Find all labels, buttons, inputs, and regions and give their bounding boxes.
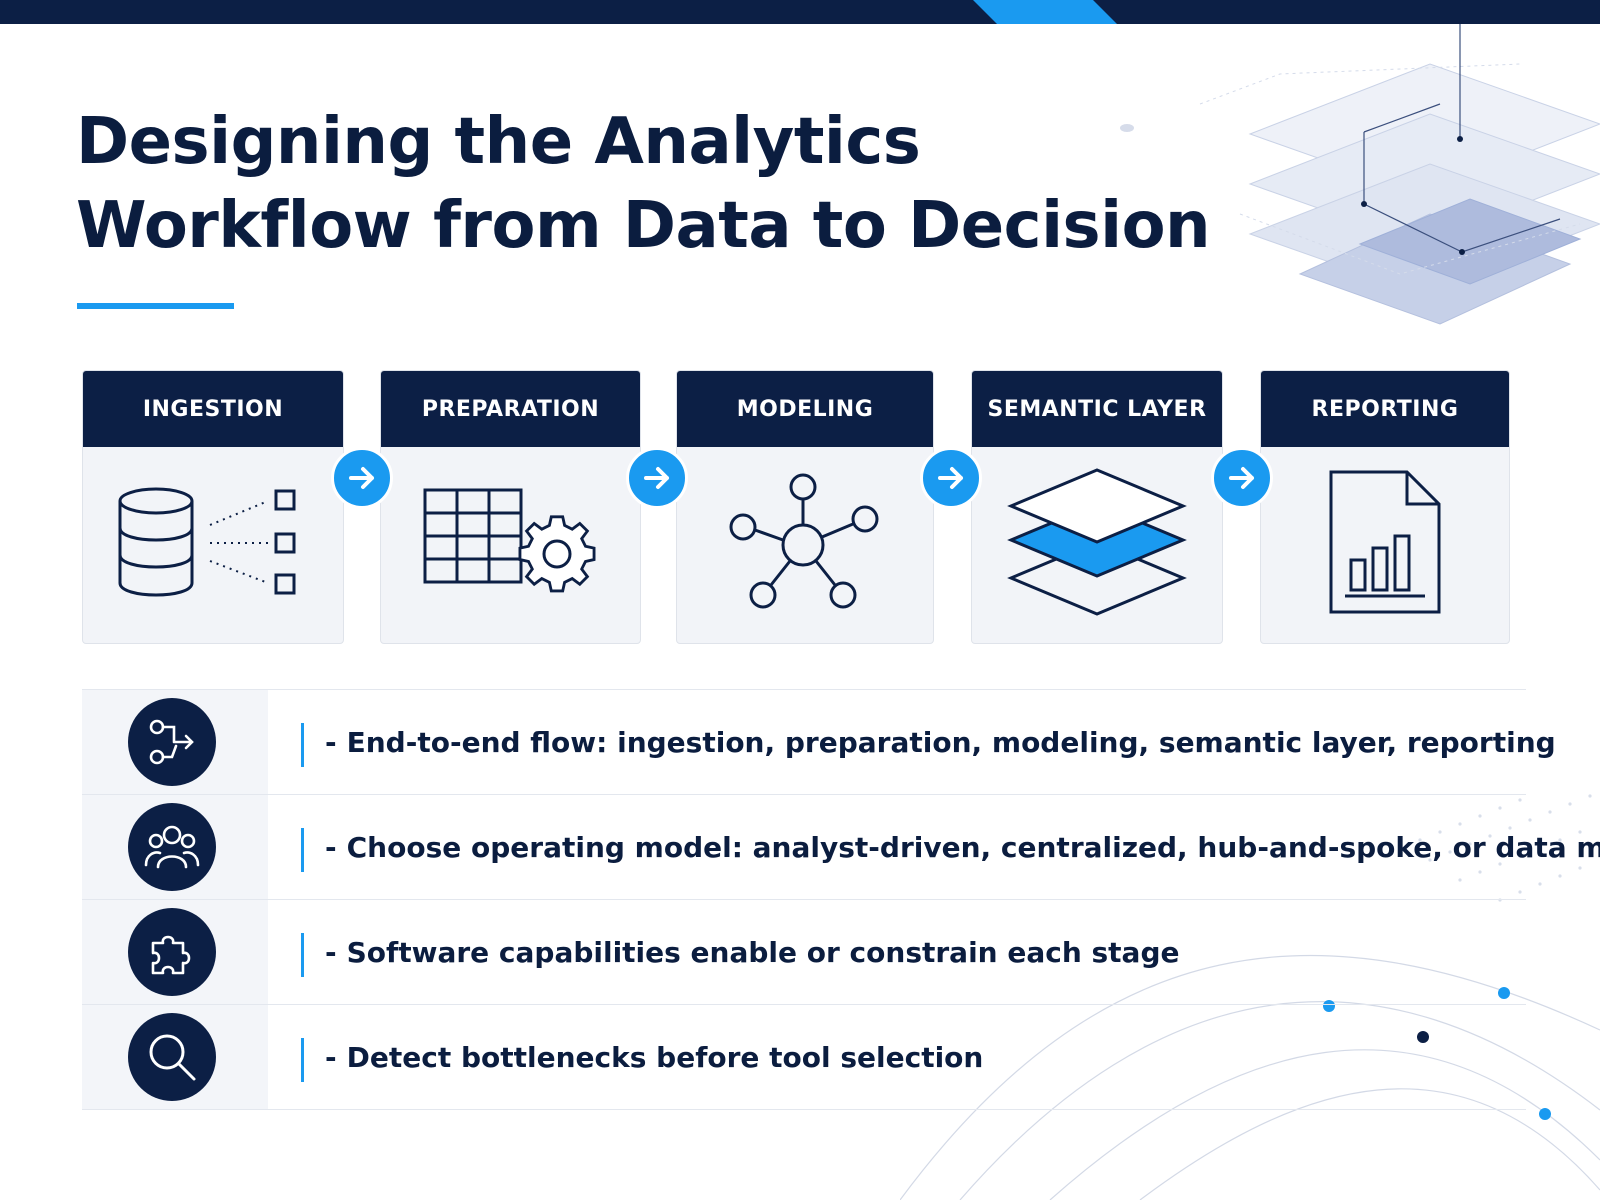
list-item-label: Software capabilities enable or constrai… — [346, 935, 1180, 969]
stage-card-preparation: PREPARATION — [380, 370, 641, 644]
page-title-line-2: Workflow from Data to Decision — [76, 189, 1211, 263]
page-title: Designing the Analytics Workflow from Da… — [76, 100, 1211, 268]
list-item-label: End-to-end flow: ingestion, preparation,… — [346, 725, 1556, 759]
stage-header: PREPARATION — [381, 371, 640, 447]
stage-card-semantic-layer: SEMANTIC LAYER — [971, 370, 1223, 644]
stage-card-modeling: MODELING — [676, 370, 934, 644]
decorative-curves-graphic — [900, 794, 1600, 1200]
list-item-text: - Software capabilities enable or constr… — [325, 900, 1180, 1004]
arrow-right-icon — [920, 447, 982, 509]
stage-header: MODELING — [677, 371, 933, 447]
list-item: - Choose operating model: analyst-driven… — [82, 794, 1600, 899]
key-points-list: - End-to-end flow: ingestion, preparatio… — [82, 689, 1600, 1110]
list-item-label: Detect bottlenecks before tool selection — [346, 1040, 984, 1074]
decorative-layers-graphic — [1120, 24, 1600, 325]
report-chart-icon — [1261, 463, 1509, 623]
row-accent-bar — [301, 723, 304, 767]
list-bullet: - — [325, 1040, 337, 1074]
layers-icon — [972, 463, 1222, 623]
list-item-text: - End-to-end flow: ingestion, preparatio… — [325, 690, 1556, 794]
list-bullet: - — [325, 935, 337, 969]
network-icon — [677, 463, 933, 623]
list-item: - End-to-end flow: ingestion, preparatio… — [82, 689, 1556, 794]
stage-card-reporting: REPORTING — [1260, 370, 1510, 644]
row-accent-bar — [301, 1038, 304, 1082]
list-item: - Software capabilities enable or constr… — [82, 899, 1526, 1004]
title-underline — [77, 303, 234, 309]
row-accent-bar — [301, 828, 304, 872]
people-icon — [128, 803, 216, 891]
page-title-line-1: Designing the Analytics — [76, 105, 921, 179]
list-item-label: Choose operating model: analyst-driven, … — [346, 830, 1600, 864]
arrow-right-icon — [626, 447, 688, 509]
stage-header: REPORTING — [1261, 371, 1509, 447]
flow-icon — [128, 698, 216, 786]
stage-card-ingestion: INGESTION — [82, 370, 344, 644]
arrow-right-icon — [331, 447, 393, 509]
list-item-text: - Detect bottlenecks before tool selecti… — [325, 1005, 983, 1109]
stage-header: INGESTION — [83, 371, 343, 447]
top-bar — [0, 0, 1600, 24]
list-bullet: - — [325, 830, 337, 864]
list-bullet: - — [325, 725, 337, 759]
database-icon — [83, 463, 343, 623]
list-item: - Detect bottlenecks before tool selecti… — [82, 1004, 1526, 1110]
stage-header: SEMANTIC LAYER — [972, 371, 1222, 447]
top-bar-accent — [973, 0, 1117, 24]
magnifier-icon — [128, 1013, 216, 1101]
puzzle-icon — [128, 908, 216, 996]
list-item-text: - Choose operating model: analyst-driven… — [325, 795, 1600, 899]
row-accent-bar — [301, 933, 304, 977]
arrow-right-icon — [1211, 447, 1273, 509]
table-gear-icon — [381, 463, 640, 623]
